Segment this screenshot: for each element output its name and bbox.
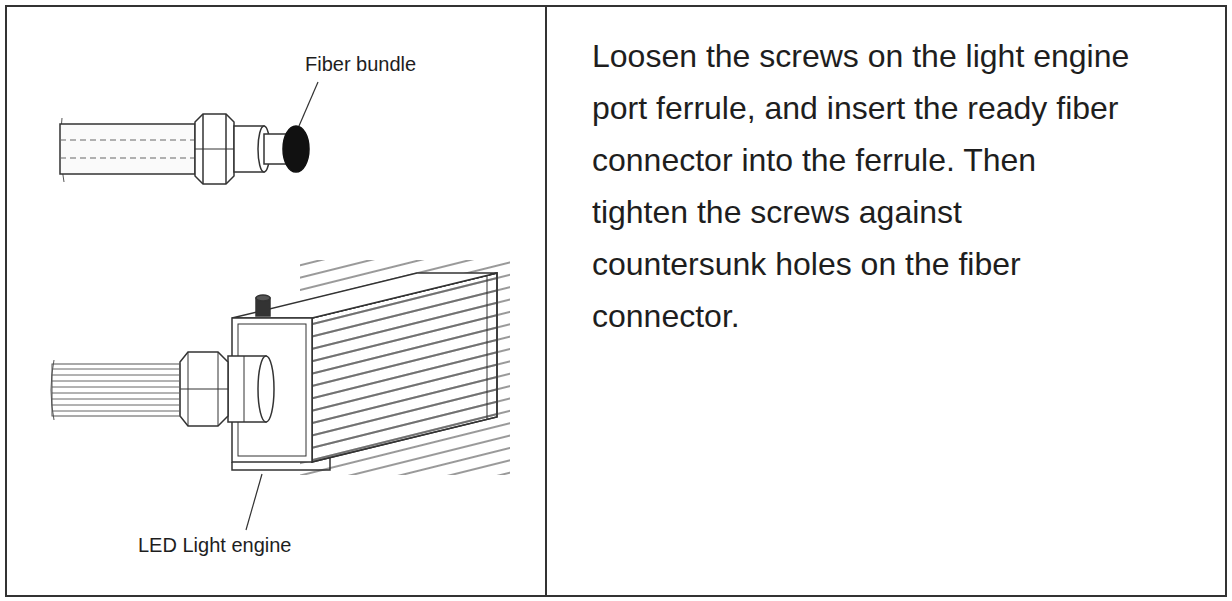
table-frame (6, 6, 1226, 596)
part-label: Fiber bundle (303, 52, 418, 76)
instruction-text: Loosen the screws on the light engine po… (592, 30, 1132, 342)
leader-line (246, 474, 262, 530)
leader-line (299, 82, 318, 126)
text-cell: Loosen the screws on the light engine po… (548, 8, 1224, 594)
part-label: LED Light engine (136, 533, 293, 557)
led-light-engine-drawing (51, 260, 510, 475)
cell-divider (545, 6, 547, 596)
fiber-bundle-drawing (60, 114, 309, 184)
